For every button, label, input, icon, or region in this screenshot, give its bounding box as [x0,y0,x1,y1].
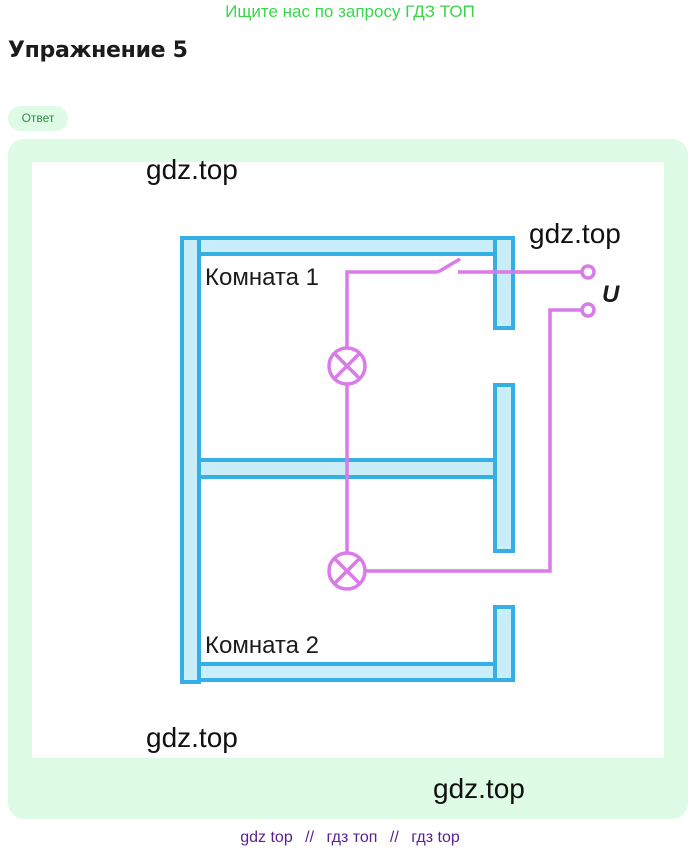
wall-right-upper [493,236,515,330]
wall-right-lower [493,605,515,682]
lamp-room-1 [327,346,367,386]
room-2-label: Комната 2 [205,632,319,659]
wall-top [197,236,497,256]
page-title: Упражнение 5 [8,38,188,63]
footer-separator: // [305,829,315,846]
footer-link[interactable]: гдз top [411,829,460,846]
watermark: gdz.top [529,218,621,249]
circuit-figure: Комната 1 Комната 2 U [32,162,664,758]
wire-return [365,308,581,573]
watermark: gdz.top [146,722,238,753]
answer-badge[interactable]: Ответ [8,106,68,131]
terminal-bottom [580,302,596,318]
terminal-top [580,264,596,280]
wall-bottom [197,662,497,682]
wire-top-left [345,270,438,282]
footer-links: gdz top // гдз топ // гдз top [0,829,700,847]
voltage-label: U [602,281,620,308]
lamp-room-1-cross-b [332,351,362,381]
footer-separator: // [389,829,399,846]
room-1-label: Комната 1 [205,264,319,291]
search-hint-banner: Ищите нас по запросу ГДЗ ТОП [225,2,475,21]
circuit-diagram: Комната 1 Комната 2 U [180,236,620,684]
wall-right-middle [493,383,515,553]
switch-lever [437,257,461,274]
wall-left [180,236,201,684]
lamp-room-2 [327,551,367,591]
watermark: gdz.top [433,773,525,804]
footer-link[interactable]: gdz top [240,829,293,846]
footer-link[interactable]: гдз топ [326,829,378,846]
lamp-room-2-cross-b [332,556,362,586]
watermark: gdz.top [146,154,238,185]
